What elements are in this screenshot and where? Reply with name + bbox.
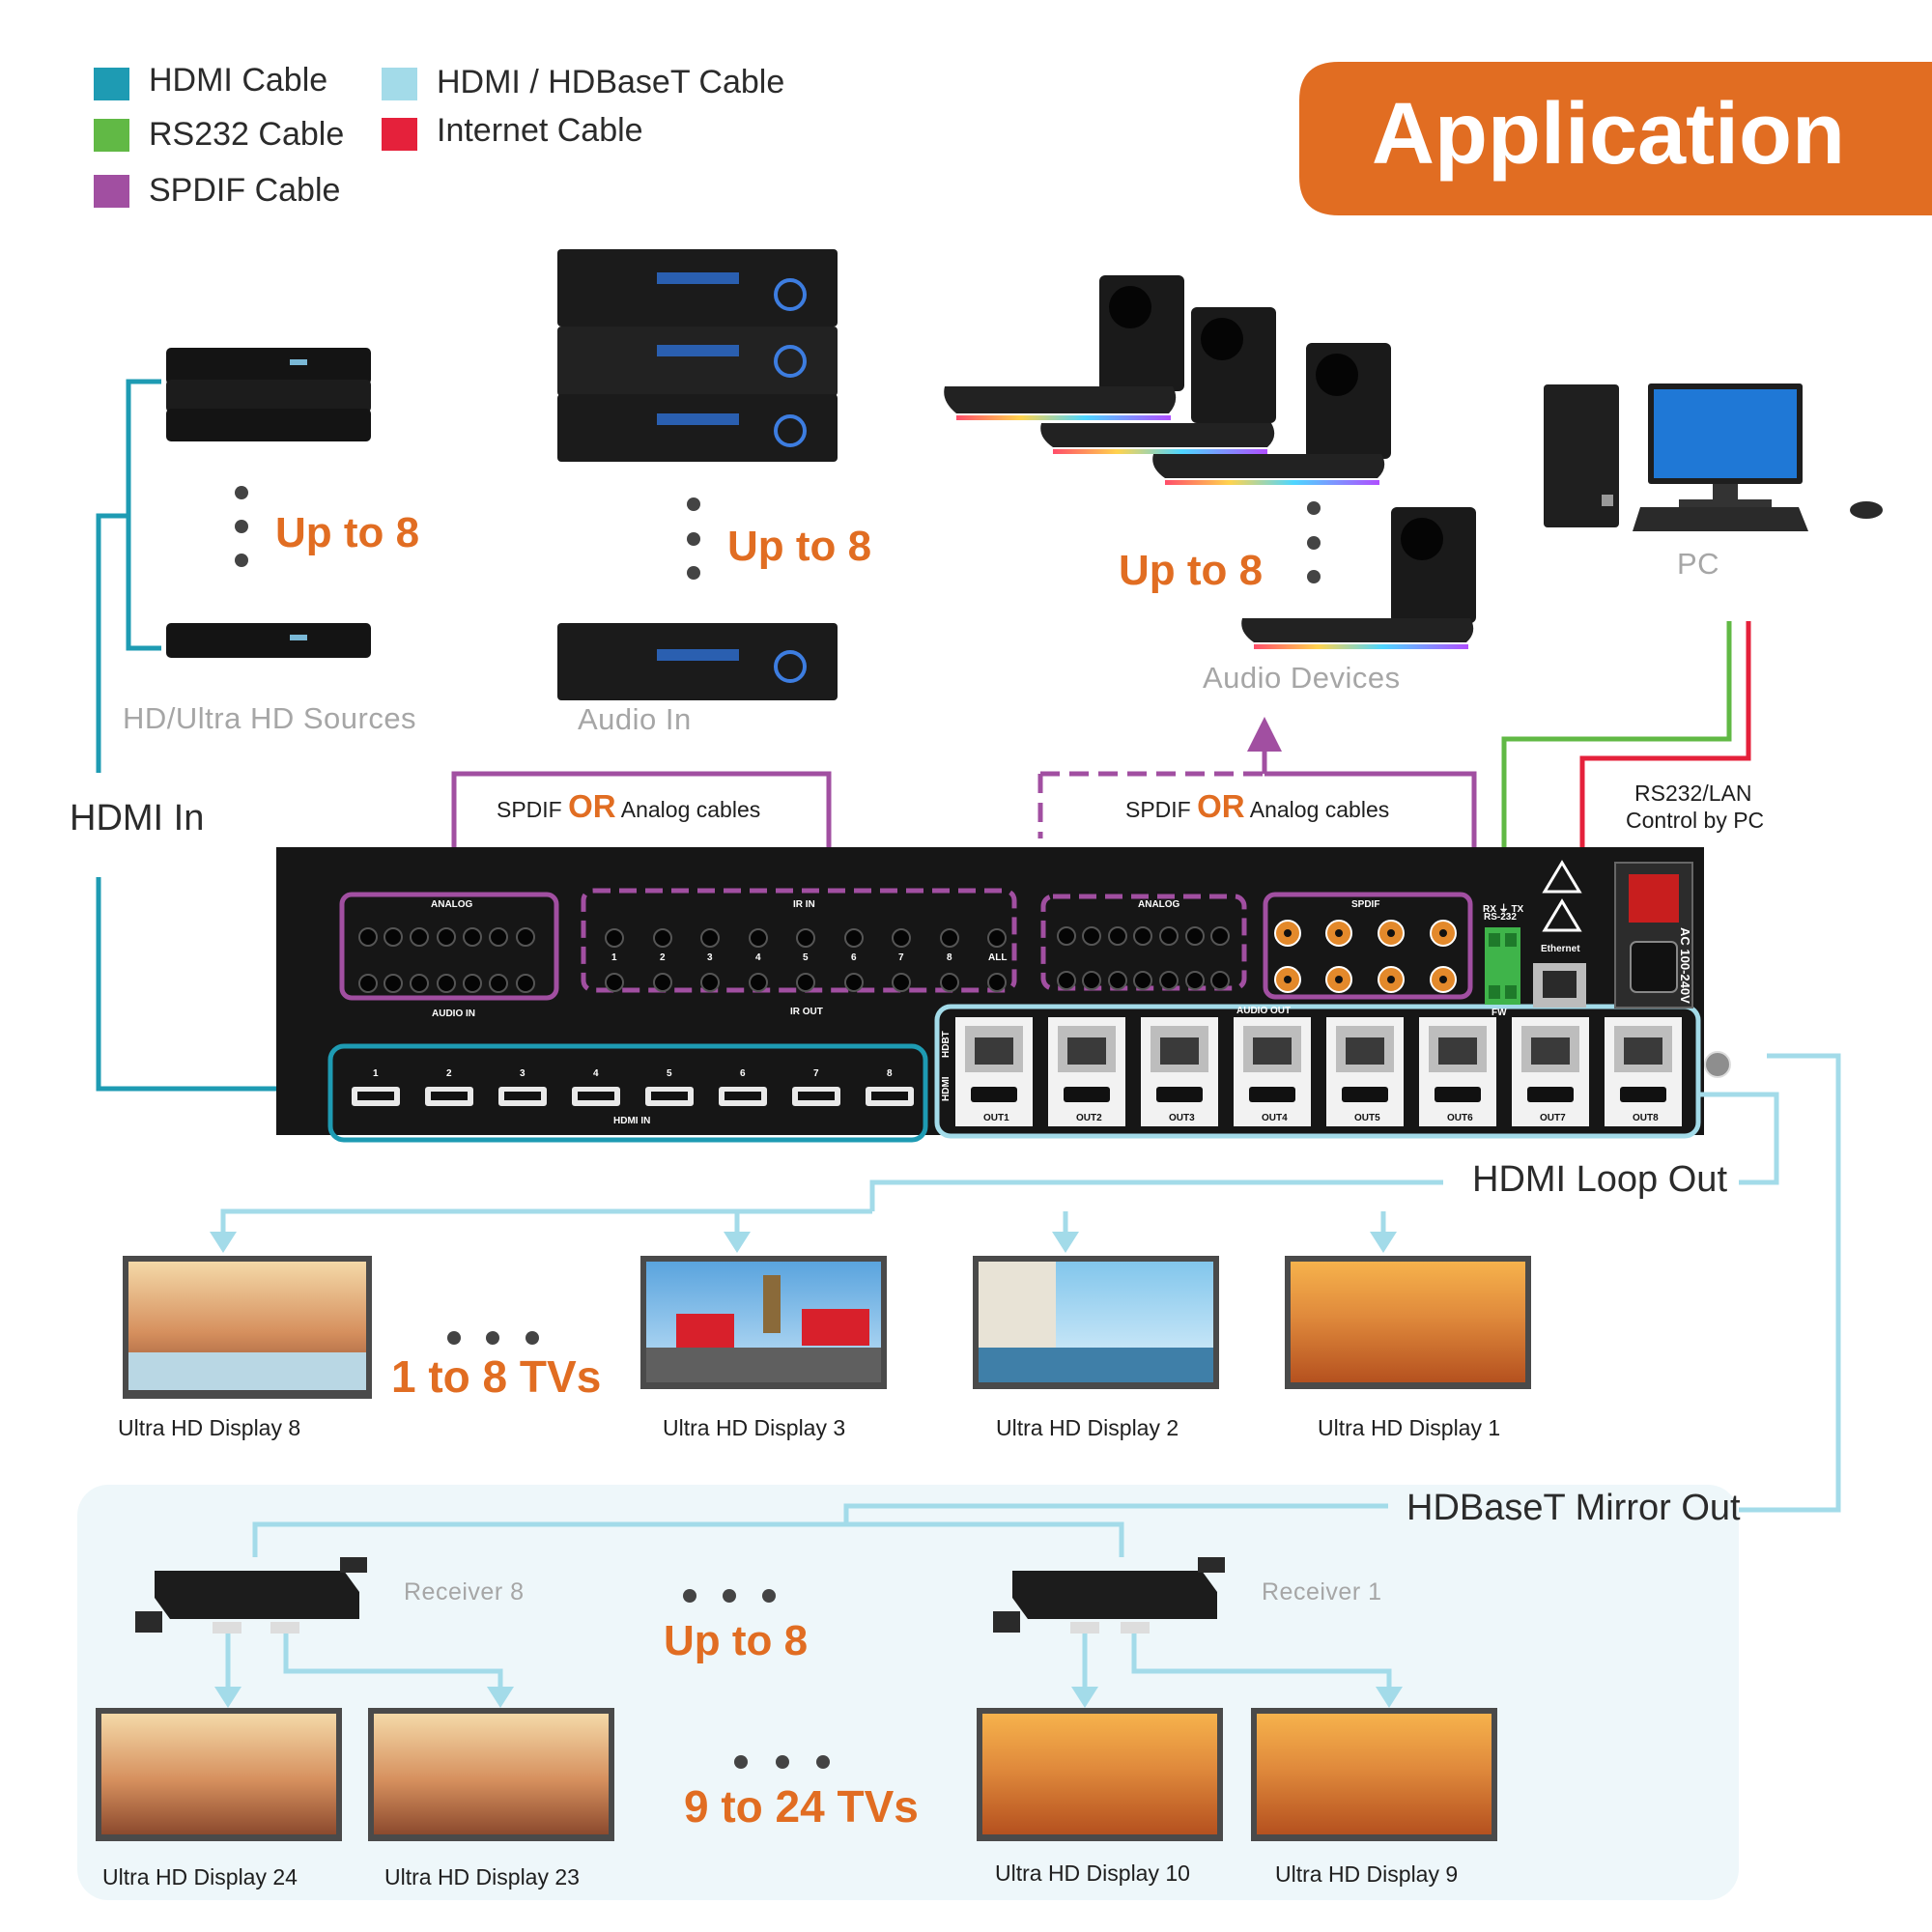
hdmi-port-number: 3 [520,1068,526,1079]
hdbt-label: HDBT [941,1031,952,1058]
hdmi-port-number: 1 [373,1068,379,1079]
audio-in-devices [557,249,838,700]
receivers [135,1557,1225,1634]
ir-port-number: ALL [988,952,1008,963]
hdmi-port-number: 5 [667,1068,672,1079]
spdif-label: SPDIF [1351,899,1380,910]
legend-swatch-rs232 [94,119,129,152]
out-label: OUT7 [1540,1113,1566,1123]
loop-out-label: HDMI Loop Out [1472,1159,1727,1200]
legend-swatch-internet [382,118,417,151]
out-label: OUT4 [1262,1113,1288,1123]
loop-tvs-count: 1 to 8 TVs [391,1351,602,1402]
legend-swatch-hdmi [94,68,129,100]
pc-label: PC [1677,547,1720,581]
audio-out-label: AUDIO OUT [1236,1006,1292,1016]
banner-title: Application [1372,86,1845,183]
sources-label: HD/Ultra HD Sources [123,701,417,735]
mirror-display-label: Ultra HD Display 9 [1275,1861,1459,1887]
ir-port-number: 6 [851,952,857,963]
cable-note-left: SPDIF OR Analog cables [497,788,761,824]
hdmi-port-number: 7 [813,1068,819,1079]
mirror-display-label: Ultra HD Display 23 [384,1864,580,1889]
cable-note-right: SPDIF OR Analog cables [1125,788,1390,824]
mirror-display-label: Ultra HD Display 24 [102,1864,298,1889]
hdmi-port-number: 2 [446,1068,452,1079]
mirror-tvs-count: 9 to 24 TVs [684,1781,919,1832]
analog-out-label: ANALOG [1138,899,1180,910]
ir-port-number: 1 [611,952,617,963]
legend-label-internet: Internet Cable [437,112,643,149]
loop-display-label: Ultra HD Display 2 [996,1415,1179,1440]
mirror-display-label: Ultra HD Display 10 [995,1861,1190,1886]
upto-audio-in: Up to 8 [727,523,872,570]
rs232-lan-line2: Control by PC [1626,808,1765,833]
upto-audio-devices: Up to 8 [1119,547,1264,594]
hdmi-port-number: 4 [593,1068,599,1079]
ir-port-number: 5 [803,952,809,963]
loop-display-label: Ultra HD Display 1 [1318,1415,1501,1440]
legend-swatch-hdbaset [382,68,417,100]
legend-swatch-spdif [94,175,129,208]
banner-shape [1299,62,1932,215]
rs232-port-label: RS-232 [1484,912,1517,923]
legend-label-rs232: RS232 Cable [149,116,345,153]
source-devices [166,348,371,658]
out-label: OUT5 [1354,1113,1380,1123]
out-label: OUT6 [1447,1113,1473,1123]
ir-port-number: 7 [898,952,904,963]
ir-port-number: 4 [755,952,761,963]
analog-in-top-label: ANALOG [431,899,473,910]
ir-in-label: IR IN [793,899,815,910]
receiver-8-label: Receiver 8 [404,1578,525,1605]
ac-label: AC 100-240V [1678,927,1692,1004]
ir-port-number: 2 [660,952,666,963]
audio-devices-label: Audio Devices [1203,661,1401,695]
loop-tvs [123,1256,1531,1399]
legend-label-spdif: SPDIF Cable [149,172,341,209]
fw-label: FW [1492,1008,1507,1018]
audio-in-device-label: AUDIO IN [432,1009,475,1019]
hdmi-in-label: HDMI In [70,798,205,838]
upto-sources: Up to 8 [275,509,420,556]
rs232-lan-line1: RS232/LAN [1634,781,1752,806]
audio-in-label: Audio In [578,702,692,736]
pc-device [1544,384,1883,531]
receiver-1-label: Receiver 1 [1262,1578,1382,1605]
mirror-out-label: HDBaseT Mirror Out [1406,1488,1741,1528]
ir-port-number: 8 [947,952,952,963]
rxtx-label: RX ⏚ TX [1483,904,1524,915]
hdmi-port-number: 6 [740,1068,746,1079]
ir-out-label: IR OUT [790,1007,823,1017]
legend-label-hdbaset: HDMI / HDBaseT Cable [437,64,785,100]
loop-display-label: Ultra HD Display 3 [663,1415,846,1440]
ethernet-label: Ethernet [1541,944,1580,954]
legend-label-hdmi: HDMI Cable [149,62,328,99]
loop-display-label: Ultra HD Display 8 [118,1415,301,1440]
out-label: OUT8 [1633,1113,1659,1123]
ir-port-number: 3 [707,952,713,963]
hdmi-in-device-label: HDMI IN [613,1116,651,1126]
hdmi-port-number: 8 [887,1068,893,1079]
hdmi-vertical-label: HDMI [941,1076,952,1101]
audio-output-devices [944,275,1476,649]
out-label: OUT1 [983,1113,1009,1123]
hdmi-in-line [96,379,309,1092]
out-label: OUT3 [1169,1113,1195,1123]
out-label: OUT2 [1076,1113,1102,1123]
mirror-upto: Up to 8 [664,1617,809,1664]
mirror-tvs [96,1708,1497,1841]
